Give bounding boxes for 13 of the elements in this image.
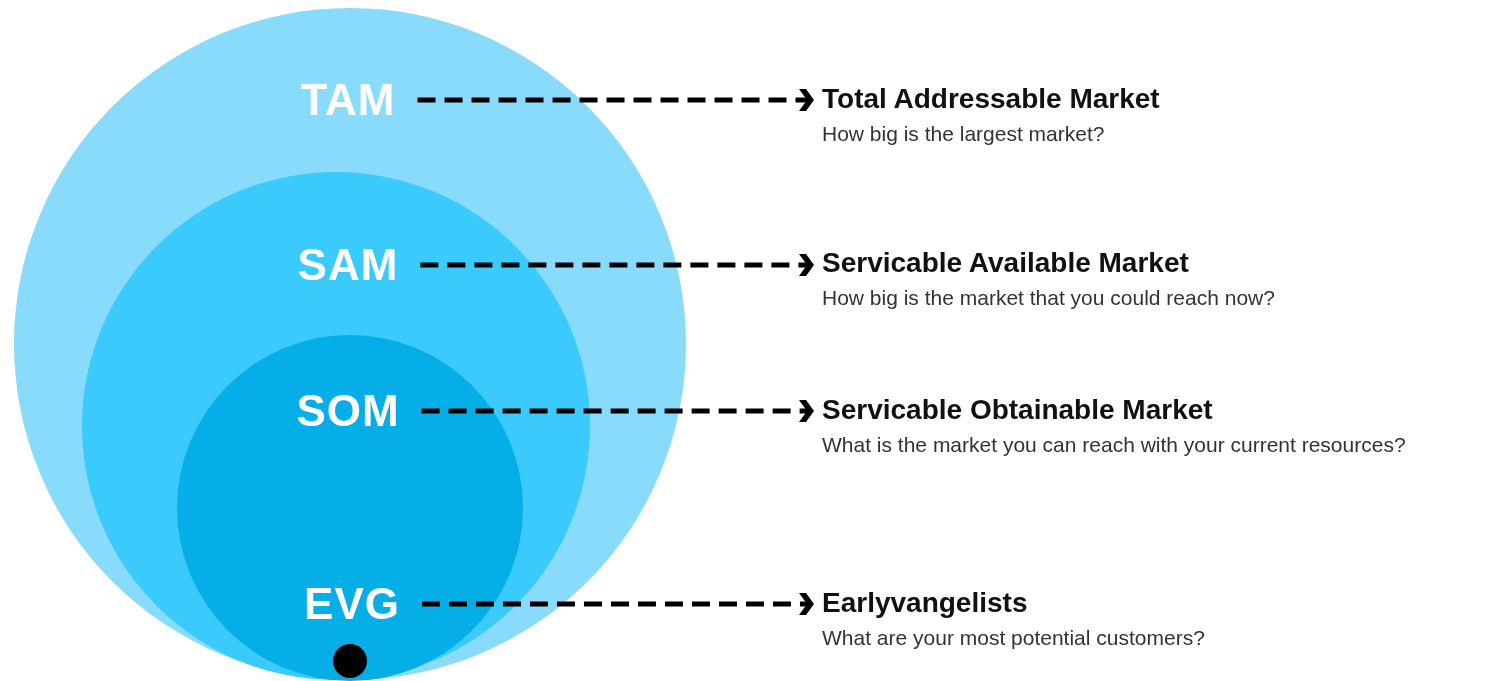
market-heading: Earlyvangelists — [822, 586, 1029, 620]
market-description: How big is the largest market? — [822, 120, 1106, 147]
dot-marker — [333, 644, 367, 678]
circle-label: EVG — [304, 582, 400, 626]
circle-label: SAM — [297, 243, 399, 287]
market-description: What is the market you can reach with your current resources? — [822, 431, 1407, 458]
circle-label: SOM — [296, 389, 400, 433]
market-heading: Total Addressable Market — [822, 82, 1161, 116]
market-heading: Servicable Obtainable Market — [822, 393, 1214, 427]
market-heading: Servicable Available Market — [822, 246, 1190, 280]
market-description: What are your most potential customers? — [822, 624, 1206, 651]
circle-label: TAM — [300, 78, 396, 122]
market-description: How big is the market that you could reach now? — [822, 284, 1276, 311]
